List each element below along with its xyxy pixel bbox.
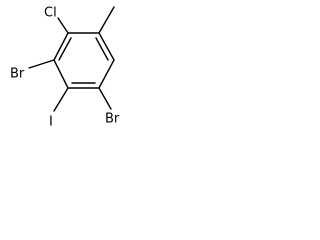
bond-ring-3 <box>98 59 115 89</box>
substituent-bonds <box>28 6 115 112</box>
atom-label-br-right: Br <box>105 112 120 127</box>
atom-labels: Cl Br I Br <box>10 6 120 130</box>
bond-ring-2 <box>98 32 115 61</box>
structure-diagram: Cl Br I Br <box>10 6 120 130</box>
bond-i <box>53 87 69 112</box>
bond-ring-5 <box>53 59 69 89</box>
bond-ring-double-3 <box>58 37 72 61</box>
atom-label-i: I <box>49 115 53 130</box>
bond-methyl <box>98 6 115 34</box>
benzene-ring <box>53 32 115 89</box>
bond-ring-6 <box>53 32 69 61</box>
bond-br-left <box>28 59 55 69</box>
atom-label-cl: Cl <box>44 6 57 21</box>
atom-label-br-left: Br <box>10 67 25 82</box>
bond-cl <box>57 17 69 34</box>
bond-ring-double-1 <box>95 37 109 61</box>
bond-br-right <box>98 87 112 110</box>
